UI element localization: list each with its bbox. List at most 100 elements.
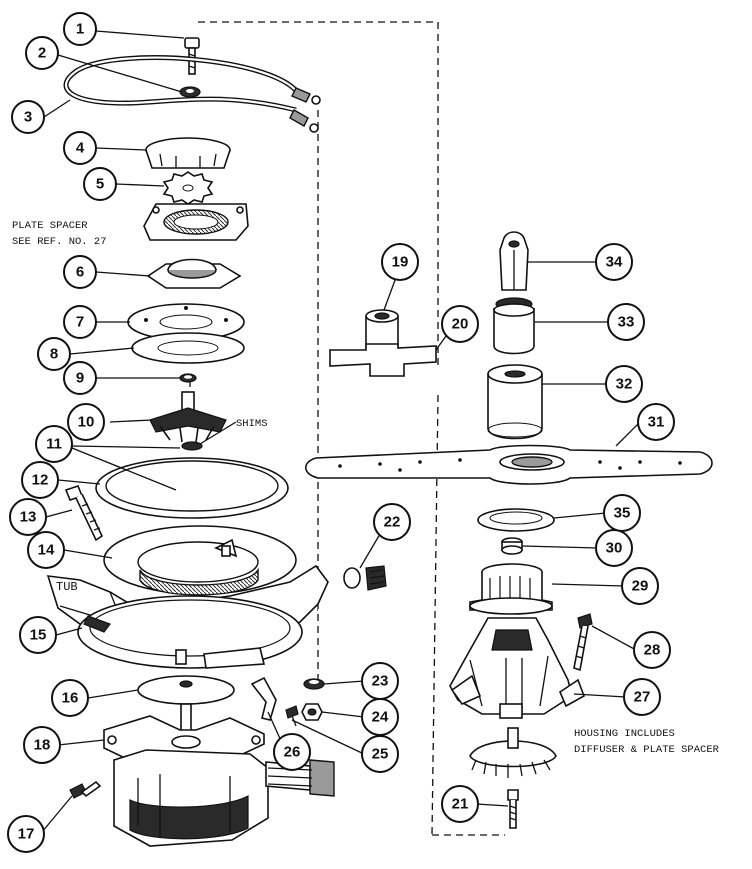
svg-text:3: 3 bbox=[24, 109, 32, 126]
part-29-housing-top bbox=[469, 563, 553, 615]
part-motor bbox=[113, 749, 335, 847]
svg-text:32: 32 bbox=[616, 376, 633, 393]
part-35-ring bbox=[477, 508, 555, 532]
part-8-gasket bbox=[131, 332, 245, 364]
part-31-spray-arm bbox=[304, 444, 713, 485]
part-4-cover bbox=[145, 137, 231, 169]
svg-text:12: 12 bbox=[32, 472, 49, 489]
callout-11: 11 bbox=[35, 425, 73, 463]
part-3-heater-wire bbox=[63, 55, 321, 133]
svg-text:28: 28 bbox=[644, 642, 661, 659]
part-26-clip bbox=[250, 676, 277, 721]
svg-text:29: 29 bbox=[632, 578, 649, 595]
callout-9: 9 bbox=[63, 361, 97, 395]
svg-text:19: 19 bbox=[392, 254, 409, 271]
callout-2: 2 bbox=[25, 36, 59, 70]
callout-26: 26 bbox=[273, 733, 311, 771]
callout-28: 28 bbox=[633, 631, 671, 669]
svg-text:22: 22 bbox=[384, 514, 401, 531]
part-13-screw bbox=[64, 485, 104, 542]
svg-text:26: 26 bbox=[284, 744, 301, 761]
svg-text:14: 14 bbox=[38, 542, 55, 559]
svg-text:2: 2 bbox=[38, 45, 46, 62]
svg-text:13: 13 bbox=[20, 509, 37, 526]
part-21-screw bbox=[507, 789, 519, 829]
part-1-bolt bbox=[184, 37, 200, 75]
callout-30: 30 bbox=[595, 529, 633, 567]
svg-text:8: 8 bbox=[50, 346, 58, 363]
svg-text:6: 6 bbox=[76, 264, 84, 281]
part-7-plate bbox=[127, 303, 245, 341]
part-2-washer bbox=[179, 86, 201, 98]
svg-text:1: 1 bbox=[76, 21, 84, 38]
callout-13: 13 bbox=[9, 498, 47, 536]
svg-text:27: 27 bbox=[634, 689, 651, 706]
callout-6: 6 bbox=[63, 255, 97, 289]
svg-text:9: 9 bbox=[76, 370, 84, 387]
svg-text:20: 20 bbox=[452, 316, 469, 333]
callout-24: 24 bbox=[361, 698, 399, 736]
part-16-disc bbox=[137, 675, 235, 735]
callout-12: 12 bbox=[21, 461, 59, 499]
svg-text:18: 18 bbox=[34, 737, 51, 754]
plate-spacer bbox=[143, 203, 249, 241]
part-5-gear bbox=[162, 171, 214, 205]
svg-text:21: 21 bbox=[452, 796, 469, 813]
note-housing-line1: HOUSING INCLUDES bbox=[574, 728, 675, 740]
callout-27: 27 bbox=[623, 678, 661, 716]
svg-text:24: 24 bbox=[372, 709, 389, 726]
callout-3: 3 bbox=[11, 100, 45, 134]
callout-20: 20 bbox=[441, 305, 479, 343]
part-9-seal-ring bbox=[179, 373, 197, 383]
svg-text:15: 15 bbox=[30, 627, 47, 644]
part-6-pump-cover bbox=[146, 258, 242, 289]
svg-text:5: 5 bbox=[96, 176, 104, 193]
svg-text:34: 34 bbox=[606, 254, 623, 271]
callout-25: 25 bbox=[361, 735, 399, 773]
callout-17: 17 bbox=[7, 815, 45, 853]
callout-29: 29 bbox=[621, 567, 659, 605]
callout-23: 23 bbox=[361, 662, 399, 700]
callout-32: 32 bbox=[605, 365, 643, 403]
callout-14: 14 bbox=[27, 531, 65, 569]
svg-text:23: 23 bbox=[372, 673, 389, 690]
note-plate-spacer-line1: PLATE SPACER bbox=[12, 220, 88, 232]
part-20-bracket bbox=[329, 343, 437, 377]
note-shims: SHIMS bbox=[236, 418, 268, 430]
svg-text:4: 4 bbox=[76, 140, 85, 157]
part-27-housing bbox=[449, 617, 585, 719]
svg-text:11: 11 bbox=[46, 436, 62, 453]
svg-text:7: 7 bbox=[76, 314, 84, 331]
part-24-plug bbox=[301, 703, 323, 721]
callout-bubbles: 1 2 3 4 5 6 7 8 9 10 11 12 13 14 15 16 1… bbox=[7, 12, 675, 853]
callout-34: 34 bbox=[595, 243, 633, 281]
callout-1: 1 bbox=[63, 12, 97, 46]
callout-8: 8 bbox=[37, 337, 71, 371]
callout-10: 10 bbox=[67, 403, 105, 441]
part-15-filter-ring bbox=[77, 595, 303, 669]
svg-text:30: 30 bbox=[606, 540, 623, 557]
note-housing-line2: DIFFUSER & PLATE SPACER bbox=[574, 744, 720, 756]
part-33-tube bbox=[493, 297, 535, 355]
callout-16: 16 bbox=[51, 679, 89, 717]
svg-text:10: 10 bbox=[78, 414, 95, 431]
diffuser bbox=[469, 727, 557, 778]
svg-text:25: 25 bbox=[372, 746, 389, 763]
callout-15: 15 bbox=[19, 616, 57, 654]
callout-4: 4 bbox=[63, 131, 97, 165]
callout-5: 5 bbox=[83, 167, 117, 201]
callout-7: 7 bbox=[63, 305, 97, 339]
part-25-screw bbox=[285, 705, 299, 727]
part-17-screw bbox=[69, 780, 102, 799]
part-12-ring-gasket bbox=[95, 457, 289, 519]
callout-33: 33 bbox=[607, 303, 645, 341]
part-30-bearing bbox=[501, 537, 523, 555]
part-23-grommet bbox=[303, 678, 325, 690]
annotations: PLATE SPACER SEE REF. NO. 27 SHIMS TUB H… bbox=[12, 220, 720, 756]
part-28-screw bbox=[573, 613, 593, 672]
callout-31: 31 bbox=[637, 403, 675, 441]
part-32-tower bbox=[487, 364, 543, 440]
callout-18: 18 bbox=[23, 726, 61, 764]
svg-text:33: 33 bbox=[618, 314, 635, 331]
